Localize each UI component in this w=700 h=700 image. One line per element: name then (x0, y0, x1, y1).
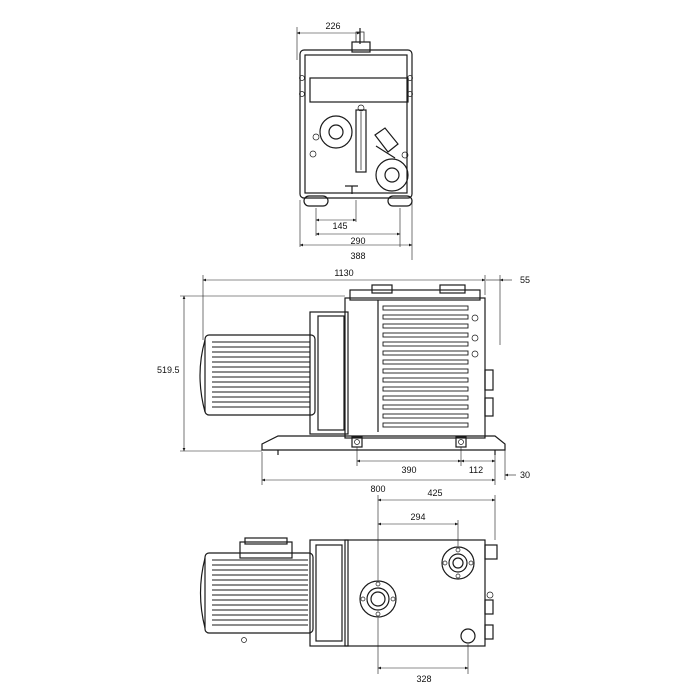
dim-290: 290 (350, 236, 365, 246)
dim-55: 55 (520, 275, 530, 285)
dim-112: 112 (469, 465, 483, 475)
pump-fin (382, 359, 469, 365)
pump-fin (382, 323, 469, 329)
pump-fin (382, 341, 469, 347)
side-view (199, 284, 506, 455)
dim-294: 294 (410, 512, 425, 522)
dim-328: 328 (416, 674, 431, 684)
dim-800: 800 (370, 484, 385, 494)
plan-motor-fins (212, 559, 308, 626)
dim-425: 425 (427, 488, 442, 498)
side-view-dimensions (180, 275, 516, 485)
pump-fin (382, 413, 469, 419)
motor-fins (212, 341, 310, 408)
dim-226: 226 (325, 21, 340, 31)
dim-30: 30 (520, 470, 530, 480)
pump-fin (382, 404, 469, 410)
plan-view (199, 537, 498, 647)
pump-fin (382, 332, 469, 338)
pump-fin (382, 368, 469, 374)
pump-fin (382, 422, 469, 428)
pump-fin (382, 377, 469, 383)
pump-fins (382, 305, 469, 428)
end-view-dimensions (296, 27, 413, 260)
dim-145: 145 (332, 221, 347, 231)
pump-fin (382, 350, 469, 356)
dim-388: 388 (350, 251, 365, 261)
pump-fin (382, 314, 469, 320)
dim-519-5: 519.5 (157, 365, 180, 375)
pump-fin (382, 305, 469, 311)
dim-1130: 1130 (334, 268, 353, 278)
dim-390: 390 (401, 465, 416, 475)
end-view (299, 28, 413, 207)
pump-fin (382, 395, 469, 401)
pump-fin (382, 386, 469, 392)
plan-view-dimensions (377, 495, 496, 674)
